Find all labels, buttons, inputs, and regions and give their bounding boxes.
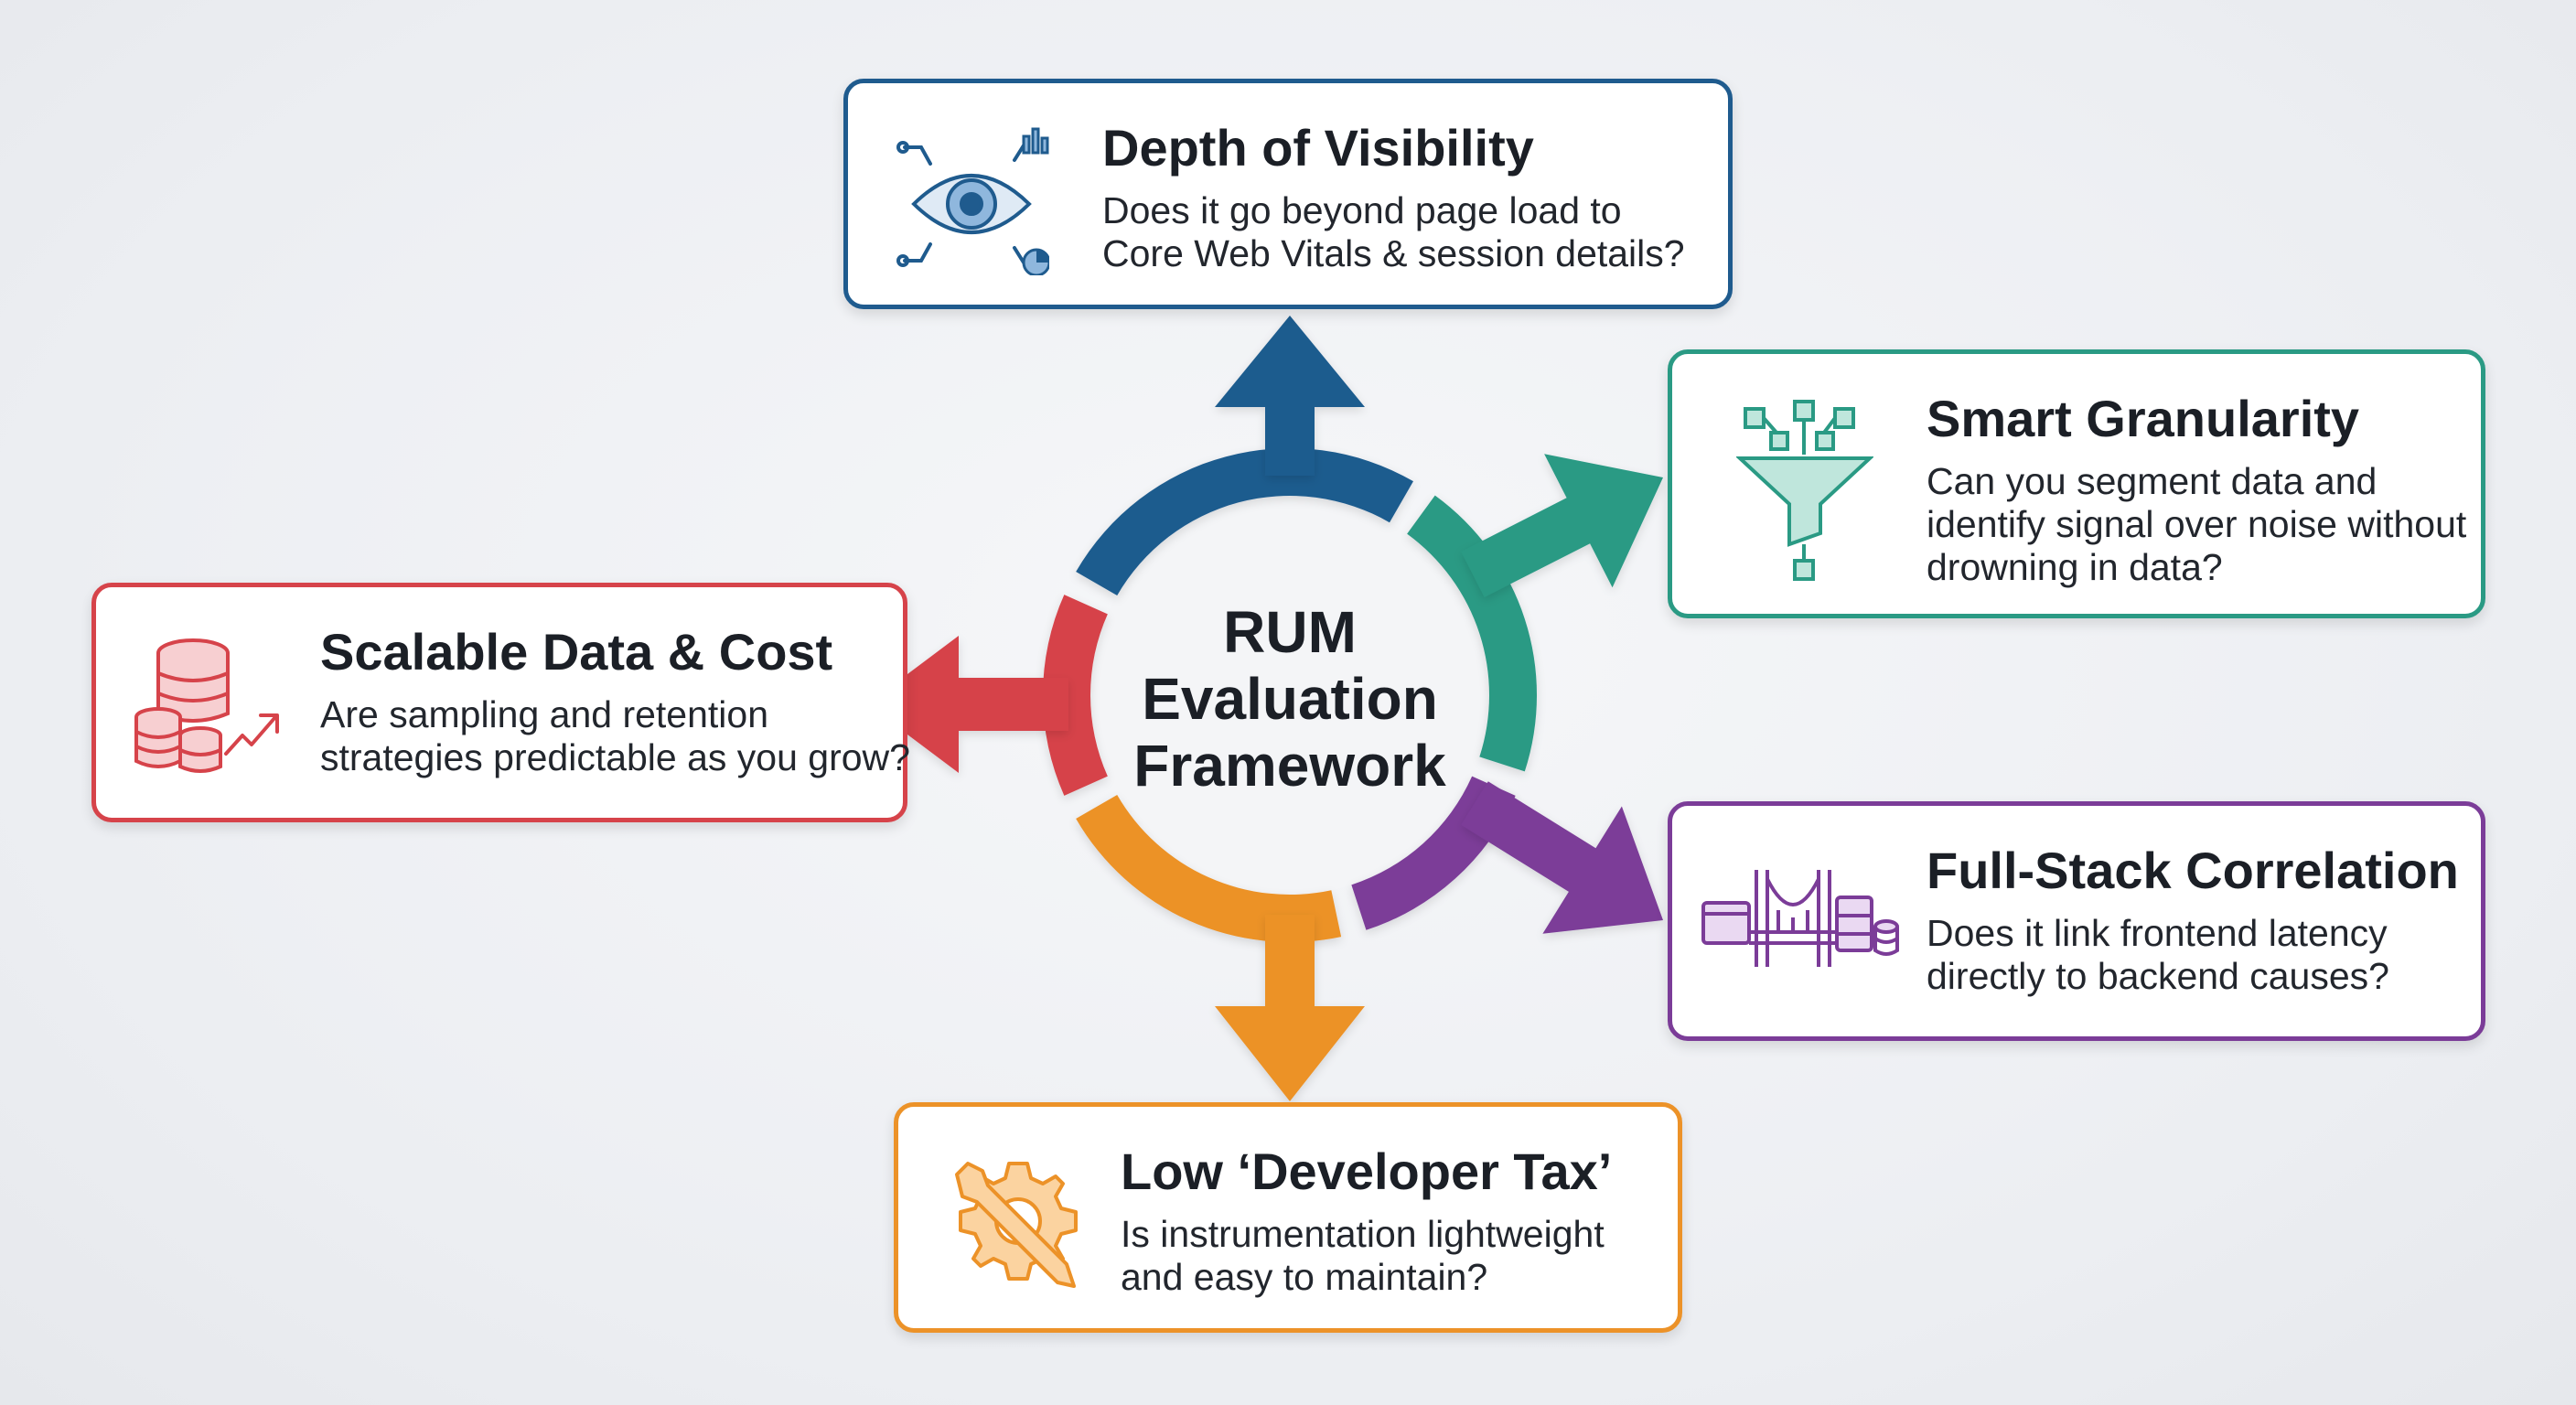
database-coins-icon [134, 638, 279, 773]
card-scalable-data-and-cost: Scalable Data & Cost Are sampling and re… [91, 583, 910, 822]
card-title: Full-Stack Correlation [1927, 842, 2459, 899]
card-description: Is instrumentation lightweight and easy … [1121, 1213, 1605, 1298]
card-title: Low ‘Developer Tax’ [1121, 1142, 1613, 1200]
card-title: Smart Granularity [1927, 390, 2360, 447]
ring-segment-blue [1076, 447, 1413, 595]
arrow-to-low-developer-tax [1215, 915, 1365, 1101]
arrow-to-scalable-data-and-cost [867, 636, 1068, 773]
card-low-developer-tax: Low ‘Developer Tax’ Is instrumentation l… [894, 1102, 1682, 1333]
funnel-filter-icon [1736, 400, 1873, 581]
arrow-to-full-stack-correlation [1461, 781, 1663, 934]
eye-analytics-icon [896, 127, 1049, 275]
arrow-to-smart-granularity [1461, 454, 1663, 597]
ring-segment-teal [1407, 495, 1537, 772]
bridge-stack-icon [1701, 870, 1899, 967]
card-title: Scalable Data & Cost [320, 623, 833, 681]
card-full-stack-correlation: Full-Stack Correlation Does it link fron… [1668, 801, 2485, 1041]
ring-segment-orange [1076, 795, 1342, 942]
card-description: Can you segment data and identify signal… [1927, 460, 2467, 588]
card-depth-of-visibility: Depth of Visibility Does it go beyond pa… [843, 79, 1733, 309]
card-description: Does it link frontend latency directly t… [1927, 912, 2389, 997]
center-title: RUM Evaluation Framework [1133, 599, 1446, 799]
card-title: Depth of Visibility [1102, 119, 1534, 177]
wrench-gear-icon [955, 1162, 1078, 1288]
arrow-to-depth-of-visibility [1215, 316, 1365, 476]
card-smart-granularity: Smart Granularity Can you segment data a… [1668, 349, 2485, 618]
ring-segment-red [1043, 595, 1108, 796]
center-circle [1090, 496, 1489, 895]
card-description: Are sampling and retention strategies pr… [320, 693, 910, 778]
card-description: Does it go beyond page load to Core Web … [1102, 189, 1685, 274]
